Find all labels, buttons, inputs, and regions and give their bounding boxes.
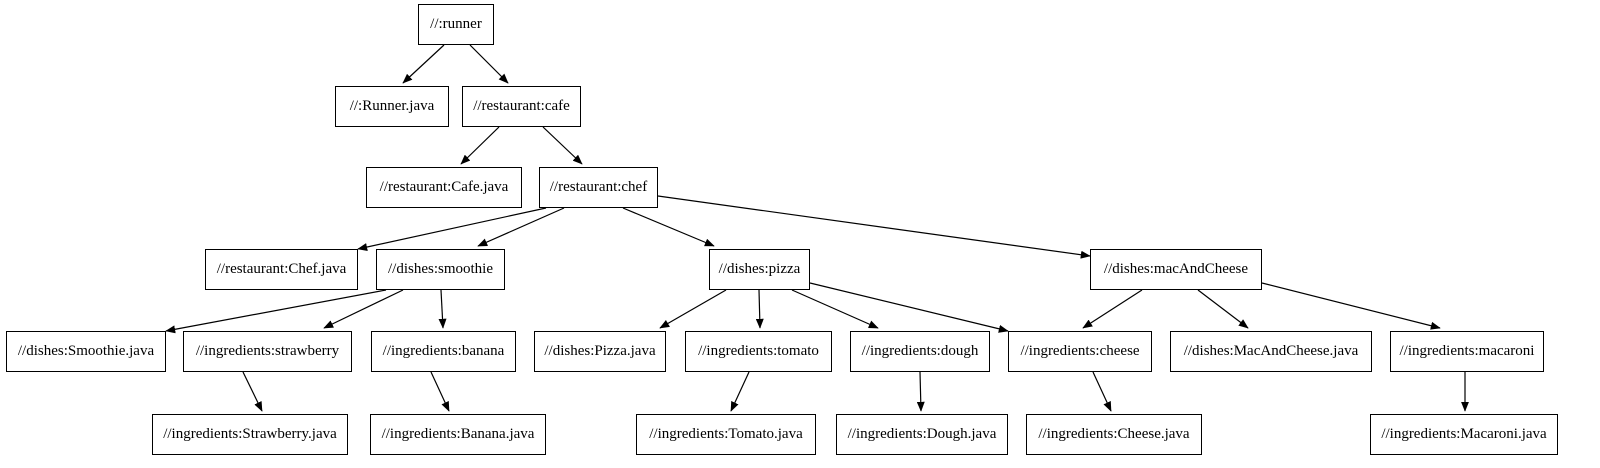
graph-edge-restaurant_cafe-to-restaurant_chef (542, 126, 583, 165)
graph-edge-dishes_pizza-to-ing_tomato (755, 289, 764, 329)
graph-node-label: //restaurant:Chef.java (216, 261, 347, 277)
graph-node-ing_macaroni_java[interactable]: //ingredients:Macaroni.java (1370, 414, 1558, 455)
graph-node-label: //dishes:Smoothie.java (17, 343, 155, 359)
graph-node-label: //:runner (430, 16, 482, 32)
graph-node-restaurant_chef[interactable]: //restaurant:chef (539, 167, 658, 208)
graph-node-label: //ingredients:Tomato.java (649, 426, 803, 442)
graph-node-ing_strawberry_java[interactable]: //ingredients:Strawberry.java (152, 414, 348, 455)
graph-node-label: //dishes:macAndCheese (1103, 261, 1249, 277)
graph-node-label: //ingredients:Strawberry.java (163, 426, 337, 442)
graph-node-label: //dishes:MacAndCheese.java (1183, 343, 1359, 359)
graph-node-dishes_pizza_java[interactable]: //dishes:Pizza.java (534, 331, 666, 372)
graph-node-label: //ingredients:banana (382, 343, 505, 359)
graph-edge-ing_tomato-to-ing_tomato_java (730, 371, 750, 412)
graph-node-label: //ingredients:tomato (698, 343, 819, 359)
graph-node-label: //dishes:smoothie (388, 261, 493, 277)
graph-node-ing_strawberry[interactable]: //ingredients:strawberry (183, 331, 352, 372)
graph-edge-dishes_pizza-to-dishes_pizza_java (659, 289, 727, 329)
graph-edge-dishes_pizza-to-ing_dough (791, 289, 879, 329)
graph-node-dishes_pizza[interactable]: //dishes:pizza (709, 249, 810, 290)
graph-edge-dishes_macandcheese-to-ing_macaroni (1261, 282, 1441, 330)
graph-edge-runner-to-runner_java (402, 44, 445, 84)
graph-node-ing_tomato[interactable]: //ingredients:tomato (685, 331, 832, 372)
graph-edge-ing_dough-to-ing_dough_java (916, 371, 925, 412)
graph-node-runner_java[interactable]: //:Runner.java (335, 86, 449, 127)
graph-node-dishes_smoothie[interactable]: //dishes:smoothie (376, 249, 505, 290)
graph-edge-restaurant_chef-to-restaurant_chef_java (357, 207, 547, 251)
graph-node-restaurant_cafe[interactable]: //restaurant:cafe (462, 86, 581, 127)
graph-node-dishes_macandcheese[interactable]: //dishes:macAndCheese (1090, 249, 1262, 290)
graph-edge-runner-to-restaurant_cafe (469, 44, 509, 84)
graph-node-label: //restaurant:cafe (473, 98, 570, 114)
graph-node-runner[interactable]: //:runner (418, 4, 494, 45)
graph-edge-dishes_smoothie-to-ing_strawberry (323, 289, 404, 329)
graph-node-dishes_smoothie_java[interactable]: //dishes:Smoothie.java (6, 331, 166, 372)
graph-node-label: //dishes:Pizza.java (544, 343, 656, 359)
graph-edge-dishes_macandcheese-to-dishes_mac_java (1197, 289, 1249, 329)
graph-edge-dishes_macandcheese-to-ing_cheese (1082, 289, 1143, 329)
graph-edge-restaurant_chef-to-dishes_macandcheese (657, 195, 1091, 259)
graph-node-label: //ingredients:strawberry (195, 343, 340, 359)
graph-edge-dishes_smoothie-to-ing_banana (438, 289, 447, 329)
graph-node-ing_tomato_java[interactable]: //ingredients:Tomato.java (636, 414, 816, 455)
graph-node-restaurant_cafe_java[interactable]: //restaurant:Cafe.java (366, 167, 522, 208)
graph-edge-ing_banana-to-ing_banana_java (430, 371, 450, 412)
graph-edge-dishes_pizza-to-ing_cheese (809, 282, 1009, 333)
graph-node-restaurant_chef_java[interactable]: //restaurant:Chef.java (205, 249, 358, 290)
graph-edge-ing_strawberry-to-ing_strawberry_java (242, 371, 263, 412)
graph-node-label: //ingredients:cheese (1020, 343, 1140, 359)
graph-node-ing_macaroni[interactable]: //ingredients:macaroni (1390, 331, 1544, 372)
graph-edge-restaurant_cafe-to-restaurant_cafe_java (460, 126, 500, 165)
graph-node-dishes_mac_java[interactable]: //dishes:MacAndCheese.java (1170, 331, 1372, 372)
graph-node-label: //ingredients:macaroni (1399, 343, 1535, 359)
graph-edge-ing_cheese-to-ing_cheese_java (1092, 371, 1112, 412)
graph-node-label: //restaurant:chef (549, 179, 648, 195)
graph-node-label: //restaurant:Cafe.java (379, 179, 509, 195)
graph-node-ing_cheese[interactable]: //ingredients:cheese (1008, 331, 1152, 372)
graph-node-label: //ingredients:Banana.java (381, 426, 535, 442)
graph-node-label: //ingredients:dough (861, 343, 979, 359)
graph-node-ing_banana[interactable]: //ingredients:banana (371, 331, 516, 372)
graph-node-ing_cheese_java[interactable]: //ingredients:Cheese.java (1026, 414, 1202, 455)
graph-node-ing_dough_java[interactable]: //ingredients:Dough.java (836, 414, 1008, 455)
graph-node-label: //ingredients:Macaroni.java (1381, 426, 1547, 442)
graph-node-label: //dishes:pizza (718, 261, 801, 277)
graph-edge-dishes_smoothie-to-dishes_smoothie_java (165, 289, 387, 334)
graph-edge-restaurant_chef-to-dishes_pizza (622, 207, 715, 247)
graph-node-label: //ingredients:Cheese.java (1038, 426, 1190, 442)
graph-node-label: //:Runner.java (349, 98, 435, 114)
graph-node-label: //ingredients:Dough.java (847, 426, 997, 442)
graph-edge-restaurant_chef-to-dishes_smoothie (477, 207, 565, 247)
graph-node-ing_dough[interactable]: //ingredients:dough (850, 331, 990, 372)
graph-node-ing_banana_java[interactable]: //ingredients:Banana.java (370, 414, 546, 455)
